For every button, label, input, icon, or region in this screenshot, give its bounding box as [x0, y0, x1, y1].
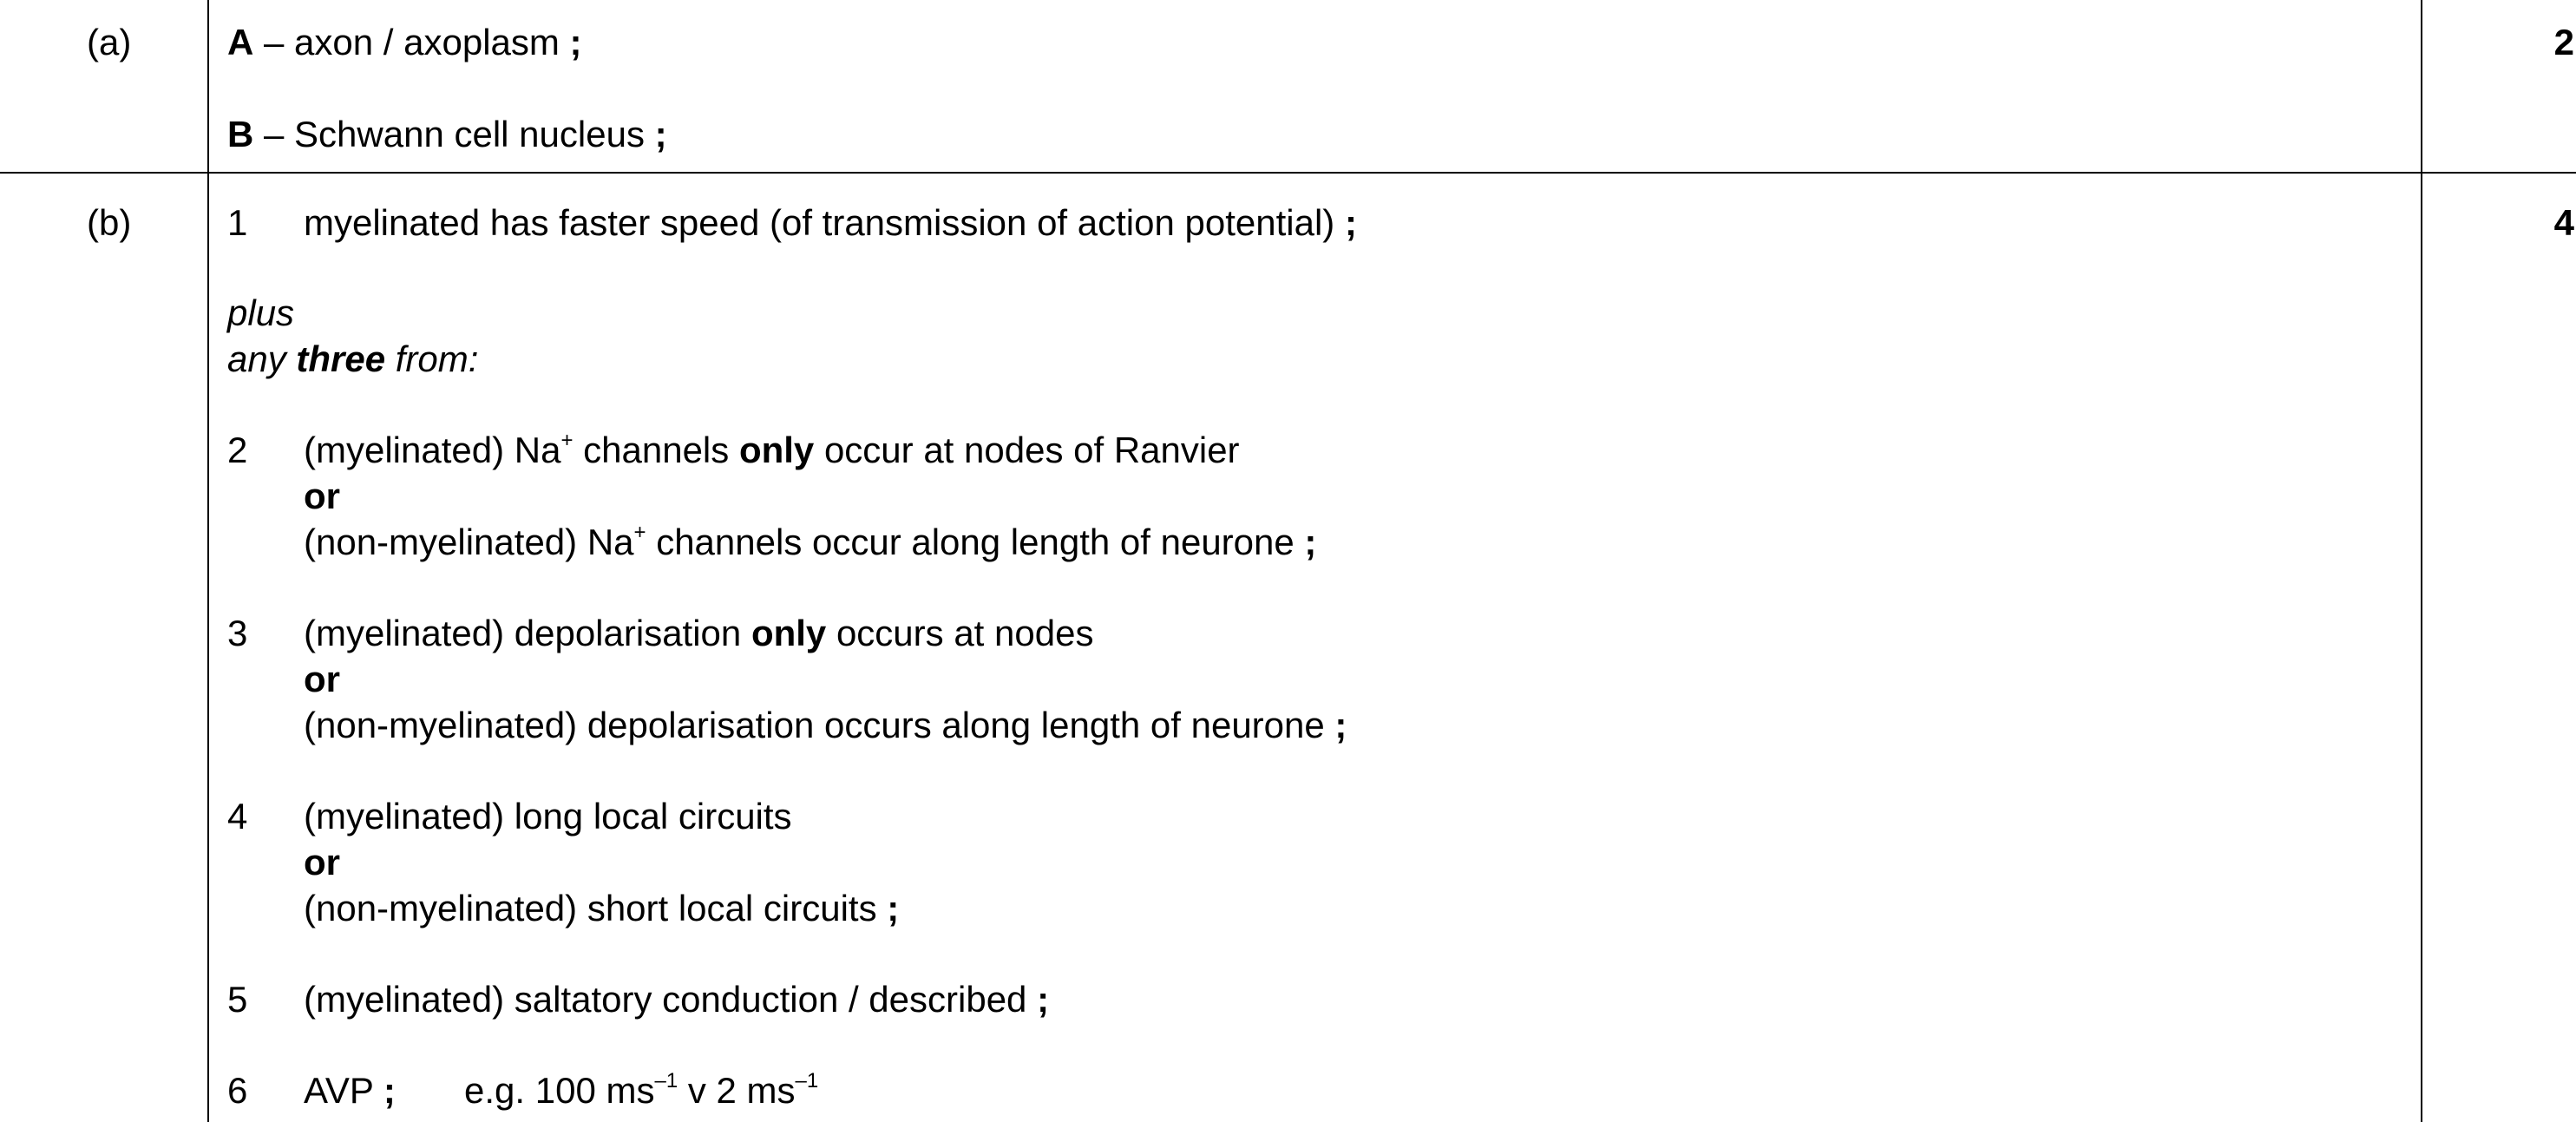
p3-l1-pre: (myelinated) depolarisation [304, 613, 751, 653]
p5-end: ; [1037, 979, 1050, 1020]
p4-end: ; [887, 888, 900, 928]
p3-l1-bold: only [751, 613, 827, 653]
point-2-or: or [304, 476, 340, 516]
p5-text: (myelinated) saltatory conduction / desc… [304, 979, 1038, 1020]
point-3-or: or [304, 659, 340, 699]
p3-l2-text: (non-myelinated) depolarisation occurs a… [304, 705, 1335, 745]
answer-text: – Schwann cell nucleus [253, 114, 655, 154]
column-divider-part [207, 0, 209, 1122]
p2-l1-sup: + [560, 429, 574, 452]
point-4-or: or [304, 842, 340, 883]
any-three-label: any three from: [227, 341, 478, 377]
p6-ex-mid: v 2 ms [678, 1070, 796, 1111]
p4-l2-text: (non-myelinated) short local circuits [304, 888, 888, 928]
point-3-number: 3 [227, 613, 248, 653]
part-a-answer-b: B – Schwann cell nucleus ; [227, 116, 667, 153]
answer-letter: B [227, 114, 254, 154]
p6-end: ; [383, 1070, 396, 1111]
point-5-text: (myelinated) saltatory conduction / desc… [304, 981, 1049, 1018]
part-b-marks: 4 [2553, 202, 2574, 243]
point-1-number: 1 [227, 202, 248, 243]
point-2-number: 2 [227, 430, 248, 470]
point-1-body: myelinated has faster speed (of transmis… [304, 202, 1345, 243]
any-pre: any [227, 338, 297, 379]
point-4-line-2: (non-myelinated) short local circuits ; [304, 890, 899, 927]
part-b-label: (b) [87, 202, 132, 243]
p6-text: AVP [304, 1070, 383, 1111]
point-6-number: 6 [227, 1070, 248, 1111]
part-a-marks: 2 [2553, 22, 2574, 62]
plus-label: plus [227, 292, 295, 333]
point-3-line-1: (myelinated) depolarisation only occurs … [304, 615, 1093, 652]
any-post: from: [385, 338, 479, 379]
p6-ex-sup: –1 [654, 1069, 678, 1092]
point-2-line-2: (non-myelinated) Na+ channels occur alon… [304, 521, 1317, 562]
any-bold: three [296, 338, 386, 379]
point-1-text: myelinated has faster speed (of transmis… [304, 205, 1357, 241]
row-divider [0, 172, 2576, 174]
p2-l2-sup: + [633, 521, 646, 544]
p3-l1-post: occurs at nodes [826, 613, 1094, 653]
p2-end: ; [1304, 522, 1317, 562]
p2-l1-bold: only [738, 430, 815, 470]
p2-l1-post: occur at nodes of Ranvier [814, 430, 1240, 470]
part-a-label: (a) [87, 22, 132, 62]
part-a-answer-a: A – axon / axoplasm ; [227, 24, 582, 61]
answer-end: ; [654, 114, 667, 154]
point-6-example: e.g. 100 ms–1 v 2 ms–1 [464, 1070, 818, 1111]
point-5-number: 5 [227, 979, 248, 1020]
p2-l1-mid: channels [573, 430, 739, 470]
p2-l1-pre: (myelinated) Na [304, 430, 561, 470]
point-1-end: ; [1344, 202, 1357, 243]
p2-l2-pre: (non-myelinated) Na [304, 522, 634, 562]
answer-text: – axon / axoplasm [253, 22, 570, 62]
p6-ex-sup2: –1 [795, 1069, 819, 1092]
answer-letter: A [227, 22, 254, 62]
point-6-text: AVP ; [304, 1073, 396, 1109]
p6-ex-pre: e.g. 100 ms [464, 1070, 655, 1111]
point-4-line-1: (myelinated) long local circuits [304, 796, 792, 837]
p3-end: ; [1334, 705, 1347, 745]
point-3-line-2: (non-myelinated) depolarisation occurs a… [304, 707, 1347, 744]
column-divider-marks [2421, 0, 2422, 1122]
p2-l2-post: channels occur along length of neurone [646, 522, 1305, 562]
point-2-line-1: (myelinated) Na+ channels only occur at … [304, 429, 1240, 470]
point-4-number: 4 [227, 796, 248, 837]
answer-end: ; [569, 22, 582, 62]
